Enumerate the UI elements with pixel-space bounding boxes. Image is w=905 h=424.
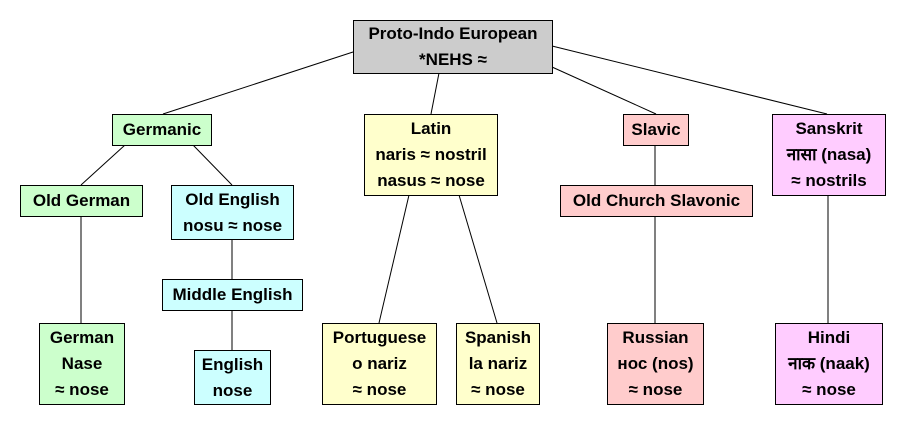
node-spanish: Spanish la nariz ≈ nose [456, 323, 540, 405]
node-title: Proto-Indo European [368, 24, 538, 43]
node-word: nasus ≈ nose [377, 171, 485, 190]
edge-pie-germanic [162, 51, 354, 115]
node-proto-indo-european: Proto-Indo European *NEHS ≈ [353, 20, 553, 74]
node-old-english: Old English nosu ≈ nose [171, 185, 294, 240]
edge-pie-sanskrit [551, 45, 828, 115]
node-slavic: Slavic [623, 114, 689, 146]
node-middle-english: Middle English [162, 279, 303, 311]
node-word: नाक (naak) [788, 354, 870, 373]
node-gloss: ≈ nose [352, 380, 407, 399]
edge-pie-latin [430, 72, 440, 115]
node-title: Middle English [172, 285, 293, 304]
node-title: Old German [32, 191, 131, 210]
node-reconstruction: *NEHS ≈ [419, 50, 487, 69]
node-word: nosu ≈ nose [182, 215, 283, 235]
node-germanic: Germanic [112, 114, 212, 146]
node-title: English [201, 354, 264, 374]
node-german: German Nase ≈ nose [39, 323, 125, 405]
node-gloss: ≈ nose [471, 380, 525, 399]
edge-germanic-oldenglish [192, 144, 233, 186]
node-word: Nase [61, 354, 103, 373]
node-word: nose [212, 380, 253, 400]
node-portuguese: Portuguese o nariz ≈ nose [322, 323, 437, 405]
node-title: Old English [185, 189, 280, 209]
node-title: Portuguese [332, 328, 427, 347]
node-word: naris ≈ nostril [375, 145, 487, 164]
node-old-german: Old German [20, 185, 143, 217]
node-title: Sanskrit [795, 119, 863, 138]
node-word: नासा (nasa) [786, 145, 872, 164]
node-russian: Russian нос (nos) ≈ nose [607, 323, 704, 405]
node-old-church-slavonic: Old Church Slavonic [560, 185, 753, 217]
node-gloss: ≈ nostrils [791, 171, 867, 190]
edge-germanic-oldgerman [80, 144, 126, 186]
node-latin: Latin naris ≈ nostril nasus ≈ nose [364, 114, 498, 196]
node-title: Slavic [631, 120, 681, 139]
node-title: Latin [410, 119, 452, 138]
node-gloss: ≈ nose [628, 380, 683, 399]
node-title: Spanish [464, 328, 532, 347]
node-english: English nose [194, 350, 271, 405]
node-gloss: ≈ nose [802, 380, 856, 399]
node-title: Old Church Slavonic [572, 191, 741, 210]
node-title: Russian [622, 328, 689, 347]
edge-latin-spanish [458, 194, 498, 324]
node-gloss: ≈ nose [55, 380, 109, 399]
node-title: German [49, 328, 115, 347]
node-title: Hindi [807, 328, 851, 347]
node-hindi: Hindi नाक (naak) ≈ nose [775, 323, 883, 405]
node-title: Germanic [122, 120, 202, 139]
node-word: la nariz [468, 354, 528, 373]
node-sanskrit: Sanskrit नासा (nasa) ≈ nostrils [772, 114, 886, 196]
edge-latin-portuguese [378, 194, 410, 324]
node-word: o nariz [352, 354, 407, 373]
node-word: нос (nos) [617, 354, 694, 373]
edge-pie-slavic [551, 66, 657, 115]
